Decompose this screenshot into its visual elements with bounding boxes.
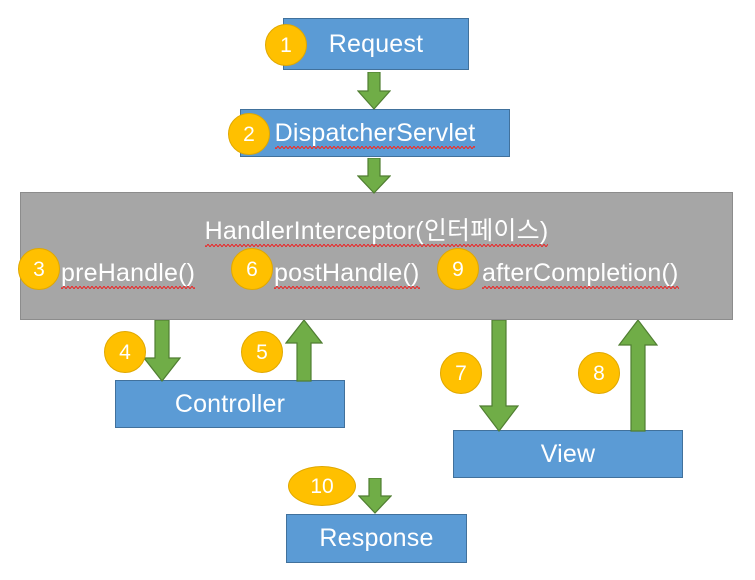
node-handler-interceptor-band[interactable]: HandlerInterceptor(인터페이스) preHandle() po… <box>20 192 733 320</box>
badge-7-label: 7 <box>455 361 467 385</box>
badge-3: 3 <box>18 248 60 290</box>
method-post-handle-label: postHandle() <box>274 259 420 289</box>
badge-10: 10 <box>288 466 356 506</box>
node-controller[interactable]: Controller <box>115 380 345 428</box>
arrow-request-to-dispatcher <box>357 72 391 110</box>
badge-3-label: 3 <box>33 257 45 281</box>
node-response-label: Response <box>319 524 434 552</box>
arrow-to-response <box>358 478 392 514</box>
node-dispatcher-servlet-label: DispatcherServlet <box>274 118 476 149</box>
node-request-label: Request <box>328 29 424 58</box>
node-response[interactable]: Response <box>286 514 467 563</box>
badge-9-label: 9 <box>452 257 464 281</box>
badge-1-label: 1 <box>280 33 292 57</box>
method-post-handle[interactable]: postHandle() <box>274 259 420 289</box>
arrow-dispatcher-to-interceptor <box>357 158 391 194</box>
node-controller-label: Controller <box>174 389 286 418</box>
badge-7: 7 <box>440 352 482 394</box>
interceptor-title-label: HandlerInterceptor(인터페이스) <box>204 217 549 247</box>
badge-1: 1 <box>265 24 307 66</box>
badge-9: 9 <box>437 248 479 290</box>
badge-5: 5 <box>241 331 283 373</box>
node-request[interactable]: Request <box>283 18 469 70</box>
badge-10-label: 10 <box>310 474 334 498</box>
method-pre-handle[interactable]: preHandle() <box>61 259 196 289</box>
method-after-completion-label: afterCompletion() <box>482 259 679 289</box>
badge-4: 4 <box>104 331 146 373</box>
badge-2-label: 2 <box>243 122 255 146</box>
badge-8-label: 8 <box>593 361 605 385</box>
arrow-interceptor-to-view <box>479 320 519 432</box>
method-after-completion[interactable]: afterCompletion() <box>482 259 679 289</box>
node-view-label: View <box>540 439 596 468</box>
badge-5-label: 5 <box>256 340 268 364</box>
badge-2: 2 <box>228 113 270 155</box>
node-dispatcher-servlet[interactable]: DispatcherServlet <box>240 109 510 157</box>
method-pre-handle-label: preHandle() <box>61 259 196 289</box>
arrow-interceptor-to-controller <box>143 320 181 382</box>
badge-4-label: 4 <box>119 340 131 364</box>
badge-6-label: 6 <box>246 257 258 281</box>
node-view[interactable]: View <box>453 430 683 478</box>
badge-6: 6 <box>231 248 273 290</box>
arrow-controller-to-interceptor <box>285 320 323 382</box>
arrow-view-to-interceptor <box>618 320 658 432</box>
interceptor-title: HandlerInterceptor(인터페이스) <box>21 217 732 247</box>
badge-8: 8 <box>578 352 620 394</box>
